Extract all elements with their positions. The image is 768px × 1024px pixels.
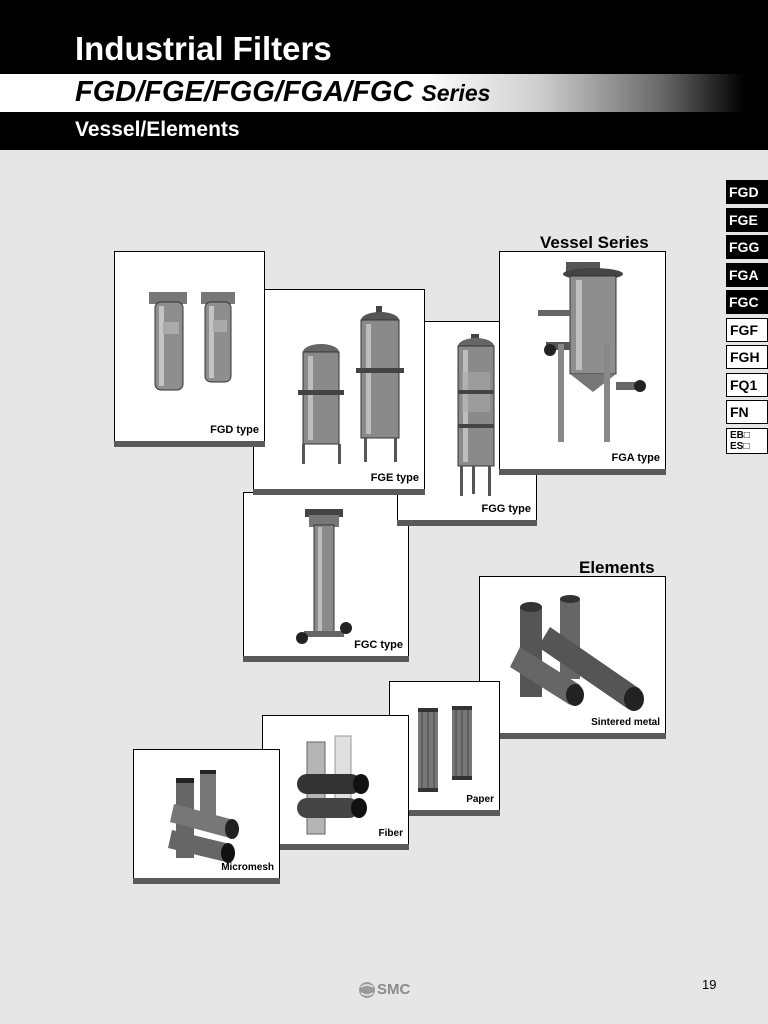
- fgg-vessel-illustration: [457, 334, 495, 496]
- series-title: FGD/FGE/FGG/FGA/FGC Series: [75, 76, 490, 109]
- tab-fgd[interactable]: FGD: [726, 180, 768, 204]
- tab-fga[interactable]: FGA: [726, 262, 768, 287]
- series-models: FGD/FGE/FGG/FGA/FGC: [75, 76, 414, 108]
- elements-heading: Elements: [579, 558, 655, 577]
- fiber-element-illustration: [297, 735, 369, 835]
- sintered-metal-card-bar: [479, 733, 666, 739]
- fiber-label: Fiber: [378, 828, 403, 839]
- fiber-card-bar: [262, 844, 409, 850]
- fgg-card-bar: [397, 520, 537, 526]
- fge-card-bar: [253, 489, 425, 495]
- fga-card-bar: [499, 469, 666, 475]
- fgd-card: FGD type: [114, 251, 265, 447]
- fgc-vessel-illustration: [296, 509, 352, 644]
- tab-fn[interactable]: FN: [726, 400, 768, 424]
- fge-card: FGE type: [253, 289, 425, 495]
- tab-fgc[interactable]: FGC: [726, 290, 768, 314]
- header-top-band: [0, 0, 768, 74]
- tab-fgg[interactable]: FGG: [726, 235, 768, 259]
- fga-label: FGA type: [611, 452, 661, 464]
- micromesh-card-bar: [133, 878, 280, 884]
- tab-fq1[interactable]: FQ1: [726, 372, 768, 397]
- series-index-tabs: FGD FGE FGG FGA FGC FGF FGH FQ1 FN EB□ E…: [726, 180, 768, 457]
- fgg-label: FGG type: [481, 503, 531, 515]
- fga-card: FGA type: [499, 251, 666, 475]
- micromesh-element-illustration: [168, 770, 239, 863]
- tab-fgf[interactable]: FGF: [726, 317, 768, 342]
- smc-logo-text: SMC: [377, 981, 411, 998]
- header-gradient-band: [0, 74, 768, 112]
- vessel-series-heading: Vessel Series: [540, 233, 649, 252]
- fgc-label: FGC type: [354, 639, 403, 651]
- tab-eb-es[interactable]: EB□ ES□: [726, 427, 768, 454]
- sintered-metal-card: Sintered metal: [479, 576, 666, 739]
- paper-card-bar: [389, 810, 500, 816]
- page-title: Industrial Filters: [75, 30, 332, 67]
- fgd-vessel-illustration: [149, 292, 235, 391]
- micromesh-card: Micromesh: [133, 749, 280, 884]
- paper-element-illustration: [418, 706, 472, 792]
- fga-vessel-illustration: [538, 262, 646, 442]
- fge-label: FGE type: [370, 472, 419, 484]
- series-suffix: Series: [421, 80, 491, 106]
- fgc-card: FGC type: [243, 492, 409, 662]
- micromesh-label: Micromesh: [221, 862, 274, 873]
- fiber-card: Fiber: [262, 715, 409, 850]
- tab-fge[interactable]: FGE: [726, 207, 768, 232]
- paper-label: Paper: [466, 794, 494, 805]
- header-bottom-band: [0, 112, 768, 150]
- page-number: 19: [702, 977, 717, 992]
- fgc-card-bar: [243, 656, 409, 662]
- smc-logo-icon: [359, 982, 375, 998]
- fgd-card-bar: [114, 441, 265, 447]
- sintered-metal-illustration: [510, 595, 644, 711]
- page-subtitle: Vessel/Elements: [75, 118, 240, 141]
- fge-vessel-illustration: [298, 306, 404, 464]
- tab-fgh[interactable]: FGH: [726, 345, 768, 369]
- fgd-label: FGD type: [210, 424, 259, 436]
- sintered-metal-label: Sintered metal: [591, 717, 660, 728]
